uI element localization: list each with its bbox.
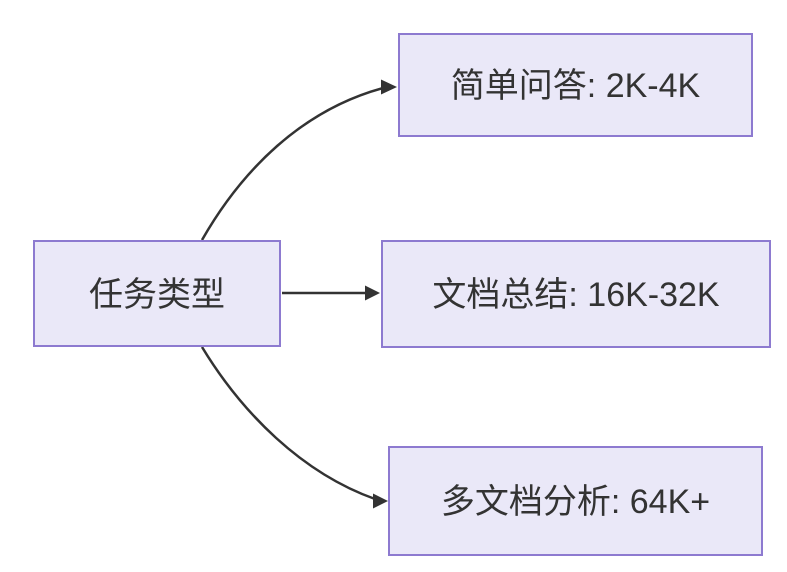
node-multidoc-analysis: 多文档分析: 64K+ (388, 446, 763, 556)
edge-root-to-simple-qa (200, 79, 397, 241)
edge-curve (200, 86, 384, 241)
node-task-type-label: 任务类型 (89, 275, 225, 314)
node-doc-summary-label: 文档总结: 16K-32K (432, 276, 720, 314)
edge-root-to-doc-summary (282, 285, 380, 301)
node-task-type: 任务类型 (33, 240, 281, 347)
edge-curve (200, 346, 376, 501)
edge-root-to-multidoc (200, 346, 388, 509)
arrowhead-icon (373, 493, 388, 509)
arrowhead-icon (365, 285, 380, 301)
node-simple-qa-label: 简单问答: 2K-4K (450, 67, 701, 105)
node-simple-qa: 简单问答: 2K-4K (398, 33, 753, 137)
node-multidoc-analysis-label: 多文档分析: 64K+ (440, 483, 711, 521)
arrowhead-icon (381, 79, 397, 95)
node-doc-summary: 文档总结: 16K-32K (381, 240, 771, 348)
